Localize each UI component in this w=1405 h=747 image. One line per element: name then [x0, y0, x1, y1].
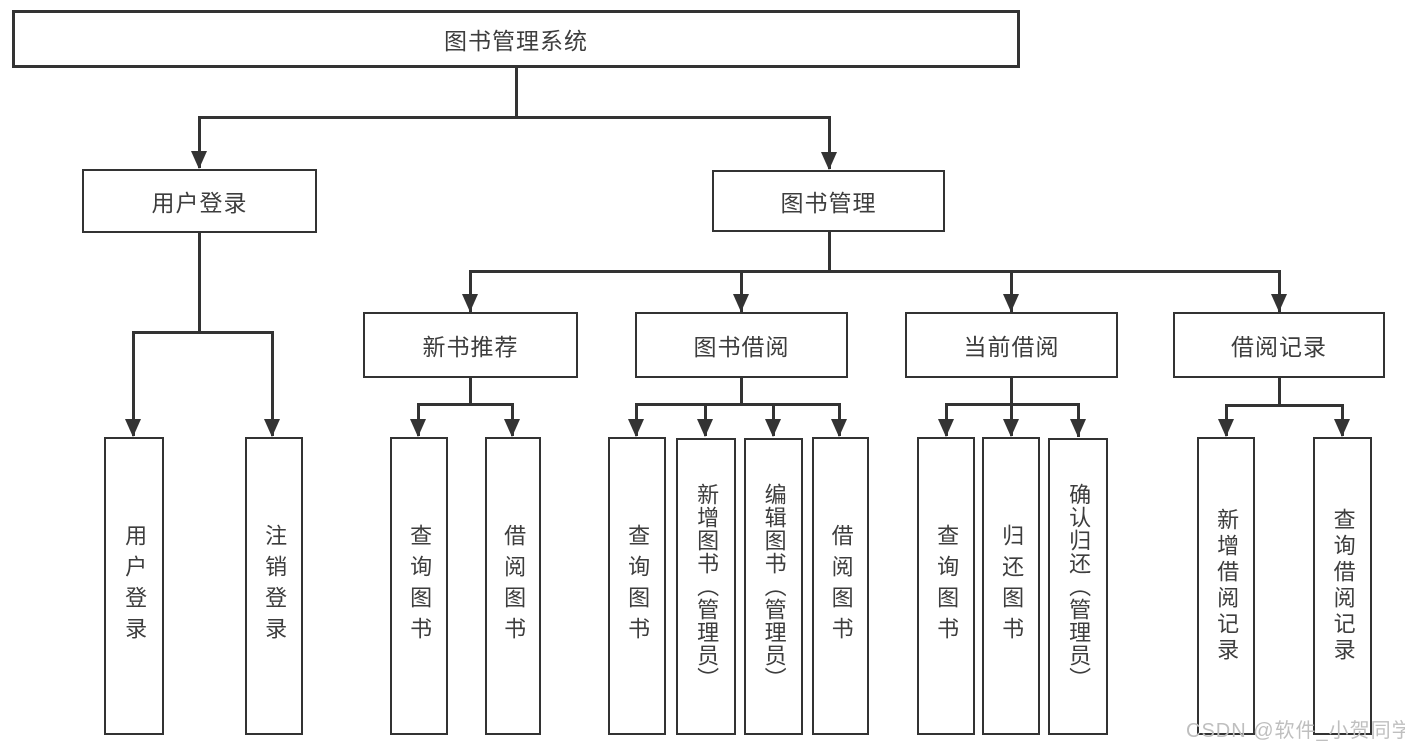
connector-recommend-stub	[469, 378, 472, 406]
node-new-book-recommend: 新书推荐	[363, 312, 578, 378]
node-leaf-borrow-edit-book: 编辑图书（管理员）	[744, 438, 803, 735]
arrowhead-borrow-record	[1271, 294, 1287, 312]
connector-user-login-bar	[132, 331, 274, 334]
arrowhead-book-borrow	[733, 294, 749, 312]
node-book-management: 图书管理	[712, 170, 945, 232]
connector-drop-borrow-record	[1278, 270, 1281, 312]
connector-level2-bar	[198, 116, 830, 119]
node-book-borrow: 图书借阅	[635, 312, 848, 378]
connector-drop-user-login	[198, 116, 201, 168]
leaf-label: 确认归还（管理员）	[1066, 483, 1092, 690]
arrowhead-bb-add	[697, 419, 713, 437]
node-leaf-current-query-book: 查询图书	[917, 437, 975, 735]
node-leaf-borrow-add-book: 新增图书（管理员）	[676, 438, 736, 735]
leaf-label: 注销登录	[262, 524, 288, 648]
leaf-label: 查询借阅记录	[1330, 508, 1356, 664]
arrowhead-cb-return	[1003, 419, 1019, 437]
node-root: 图书管理系统	[12, 10, 1020, 68]
connector-drop-book-management	[828, 116, 831, 169]
arrowhead-user-login	[191, 151, 207, 169]
connector-book-borrow-stub	[740, 378, 743, 406]
connector-recommend-bar	[417, 403, 514, 406]
connector-drop-new-book-recommend	[469, 270, 472, 312]
arrowhead-leaf-logout	[264, 419, 280, 437]
arrowhead-cb-query	[938, 419, 954, 437]
node-leaf-borrow-query-book: 查询图书	[608, 437, 666, 735]
arrowhead-record-query	[1334, 419, 1350, 437]
arrowhead-bb-borrow	[831, 419, 847, 437]
arrowhead-bb-query	[628, 419, 644, 437]
arrowhead-leaf-user-login	[125, 419, 141, 437]
node-leaf-borrow-borrow-book: 借阅图书	[812, 437, 869, 735]
connector-book-borrow-bar	[635, 403, 840, 406]
connector-root-stub	[515, 68, 518, 118]
leaf-label: 新增借阅记录	[1214, 508, 1240, 664]
connector-current-stub	[1010, 378, 1013, 406]
leaf-label: 借阅图书	[501, 524, 527, 648]
leaf-label: 查询图书	[625, 524, 651, 648]
leaf-label: 查询图书	[934, 524, 960, 648]
connector-user-login-stub	[198, 233, 201, 333]
watermark-text: CSDN @软件_小贺同学	[1186, 720, 1405, 742]
leaf-label: 编辑图书（管理员）	[761, 483, 787, 690]
node-leaf-user-login: 用户登录	[104, 437, 164, 735]
connector-level3-bar	[469, 270, 1281, 273]
connector-record-bar	[1225, 404, 1344, 407]
node-leaf-logout: 注销登录	[245, 437, 303, 735]
connector-book-management-stub	[828, 232, 831, 273]
connector-drop-current-borrow	[1010, 270, 1013, 312]
connector-drop-book-borrow	[740, 270, 743, 312]
leaf-label: 新增图书（管理员）	[694, 483, 720, 690]
arrowhead-record-add	[1218, 419, 1234, 437]
arrowhead-new-book-recommend	[462, 294, 478, 312]
node-leaf-recommend-borrow-book: 借阅图书	[485, 437, 541, 735]
connector-drop-leaf-logout	[271, 331, 274, 436]
arrowhead-cb-confirm	[1070, 419, 1086, 437]
node-leaf-current-confirm-return: 确认归还（管理员）	[1048, 438, 1108, 735]
connector-drop-leaf-user-login	[132, 331, 135, 436]
node-leaf-recommend-query-book: 查询图书	[390, 437, 448, 735]
arrowhead-bb-edit	[765, 419, 781, 437]
arrowhead-current-borrow	[1003, 294, 1019, 312]
connector-record-stub	[1278, 378, 1281, 407]
leaf-label: 借阅图书	[828, 524, 854, 648]
node-current-borrow: 当前借阅	[905, 312, 1118, 378]
node-leaf-record-add: 新增借阅记录	[1197, 437, 1255, 735]
leaf-label: 归还图书	[999, 524, 1025, 648]
arrowhead-book-management	[821, 152, 837, 170]
node-user-login: 用户登录	[82, 169, 317, 233]
leaf-label: 用户登录	[122, 524, 148, 648]
node-leaf-current-return-book: 归还图书	[982, 437, 1040, 735]
arrowhead-recommend-query	[410, 419, 426, 437]
leaf-label: 查询图书	[407, 524, 433, 648]
node-borrow-record: 借阅记录	[1173, 312, 1385, 378]
arrowhead-recommend-borrow	[504, 419, 520, 437]
node-leaf-record-query: 查询借阅记录	[1313, 437, 1372, 735]
